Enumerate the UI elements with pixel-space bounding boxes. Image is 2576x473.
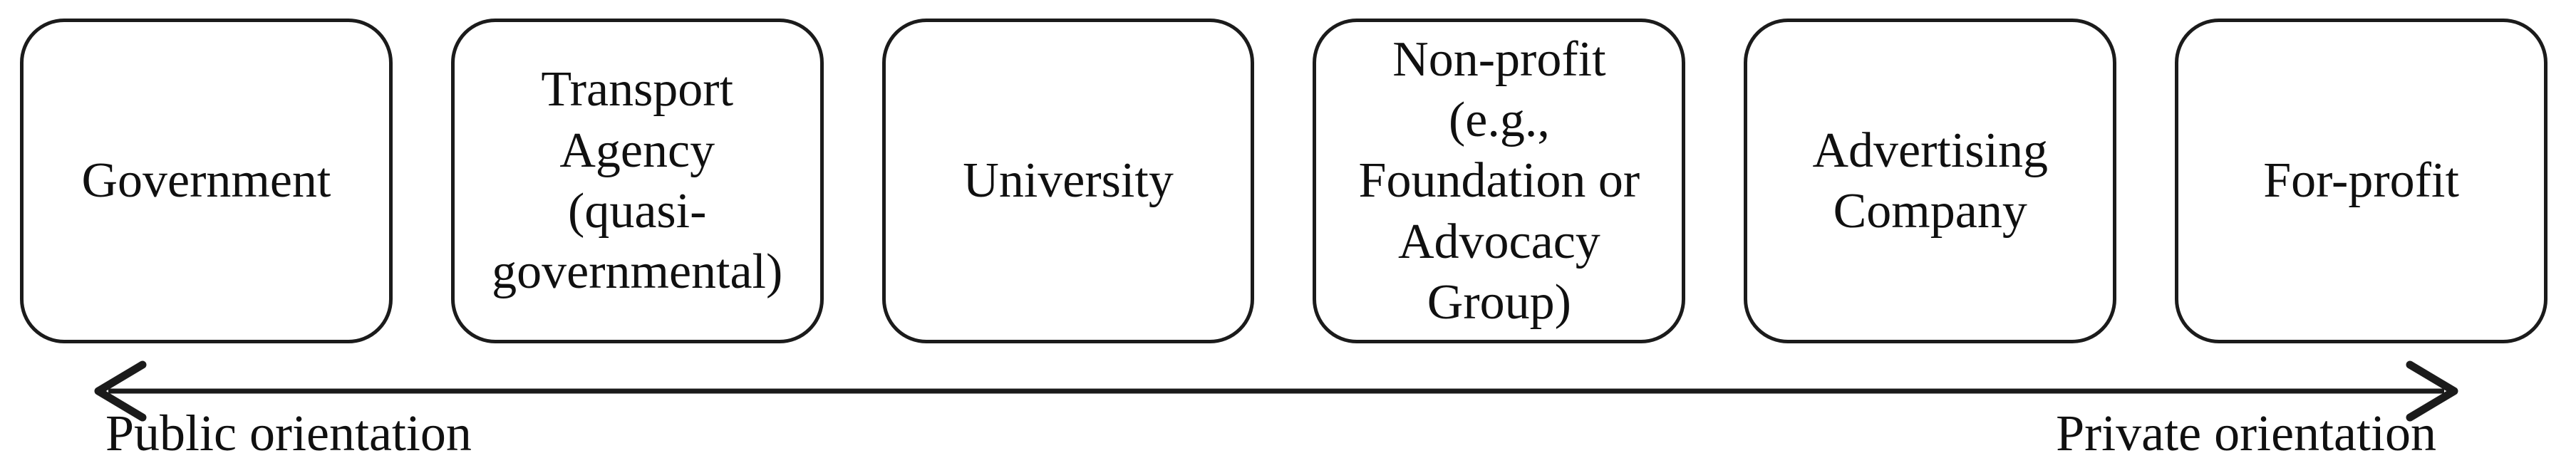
- box-government-label: Government: [81, 153, 331, 209]
- box-for-profit-label: For-profit: [2263, 153, 2459, 209]
- box-transport-agency-label: Transport Agency (quasi- governmental): [492, 62, 783, 300]
- box-advertising-company: Advertising Company: [1744, 19, 2117, 343]
- public-orientation-label: Public orientation: [105, 405, 472, 462]
- private-orientation-label: Private orientation: [2056, 405, 2436, 462]
- box-non-profit: Non-profit (e.g., Foundation or Advocacy…: [1313, 19, 1686, 343]
- box-for-profit: For-profit: [2175, 19, 2547, 343]
- box-non-profit-label: Non-profit (e.g., Foundation or Advocacy…: [1358, 31, 1640, 331]
- boxes-row: Government Transport Agency (quasi- gove…: [20, 19, 2547, 343]
- box-advertising-company-label: Advertising Company: [1812, 123, 2048, 239]
- box-university: University: [881, 19, 1255, 343]
- box-university-label: University: [963, 153, 1174, 209]
- box-government: Government: [20, 19, 393, 343]
- box-transport-agency: Transport Agency (quasi- governmental): [450, 19, 824, 343]
